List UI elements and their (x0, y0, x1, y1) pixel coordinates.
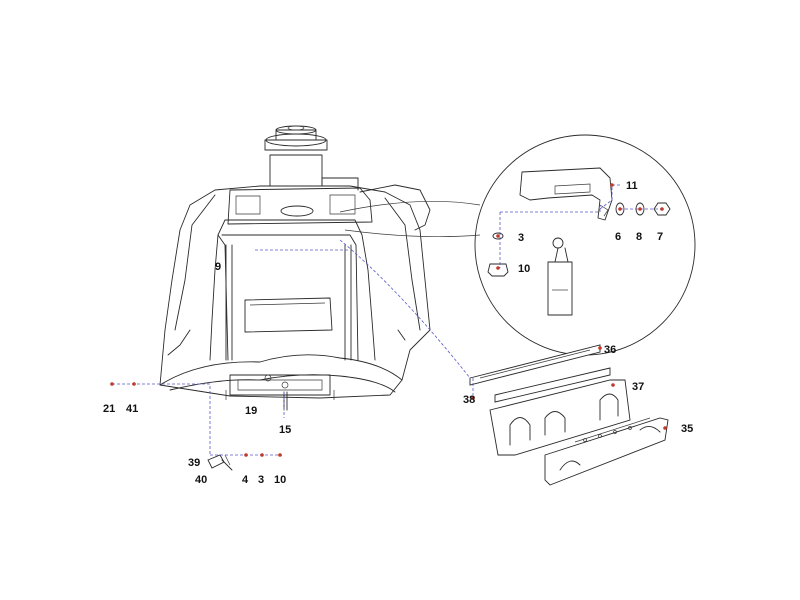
canopy-assembly (159, 125, 431, 411)
callout-10-detail: 10 (518, 263, 530, 275)
callout-37: 37 (632, 381, 644, 393)
callout-markers (110, 183, 667, 457)
callout-3: 3 (258, 474, 264, 486)
callout-11: 11 (626, 180, 638, 192)
callout-19: 19 (245, 405, 257, 417)
callout-21: 21 (103, 403, 115, 415)
callout-7: 7 (657, 231, 663, 243)
callout-40: 40 (195, 474, 207, 486)
callout-15: 15 (279, 424, 291, 436)
callout-4: 4 (242, 474, 249, 486)
callout-38: 38 (463, 394, 475, 406)
mounting-plates (469, 344, 669, 486)
callout-3-detail: 3 (518, 232, 524, 244)
hardware-stack (207, 454, 233, 471)
callout-labels: 11 3 6 8 7 10 9 36 37 38 35 21 41 19 15 … (103, 180, 693, 486)
callout-10: 10 (274, 474, 286, 486)
callout-39: 39 (188, 457, 200, 469)
detail-view (339, 134, 696, 356)
callout-36: 36 (604, 344, 616, 356)
callout-9: 9 (215, 261, 221, 273)
callout-35: 35 (681, 423, 693, 435)
callout-8: 8 (636, 231, 642, 243)
callout-41: 41 (126, 403, 138, 415)
callout-6: 6 (615, 231, 621, 243)
